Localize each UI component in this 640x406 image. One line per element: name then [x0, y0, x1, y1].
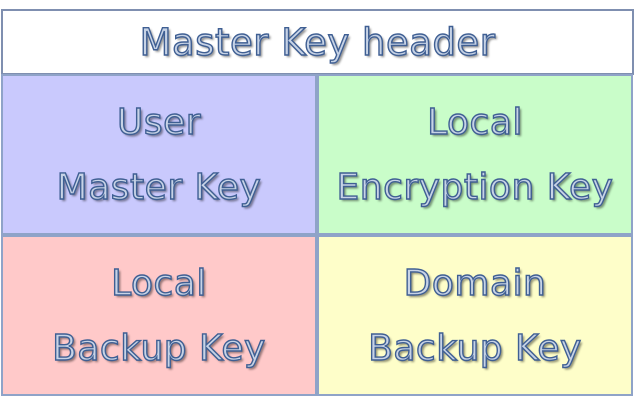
local-encryption-key-box: Local Encryption Key — [317, 74, 633, 235]
domain-backup-key-line2: Backup Key — [367, 327, 582, 369]
user-master-key-box: User Master Key — [1, 74, 317, 235]
local-backup-key-line1: Local — [110, 262, 207, 304]
local-encryption-key-line1: Local — [426, 101, 523, 143]
domain-backup-key-box: Domain Backup Key — [317, 235, 633, 396]
user-master-key-line1: User — [116, 101, 202, 143]
user-master-key-line2: Master Key — [56, 166, 262, 208]
local-backup-key-line2: Backup Key — [51, 327, 266, 369]
local-backup-key-box: Local Backup Key — [1, 235, 317, 396]
master-key-header: Master Key header — [1, 9, 634, 75]
local-encryption-key-line2: Encryption Key — [336, 166, 614, 208]
domain-backup-key-line1: Domain — [403, 262, 547, 304]
master-key-header-label: Master Key header — [139, 20, 496, 64]
